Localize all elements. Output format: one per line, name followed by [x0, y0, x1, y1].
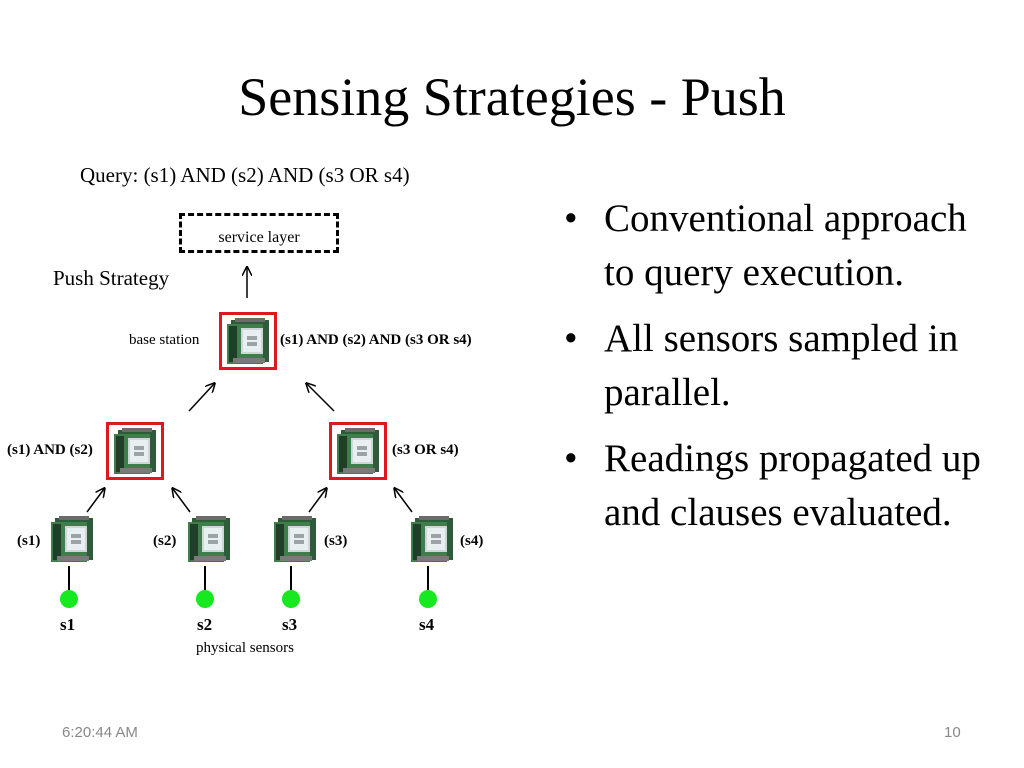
sensor-name-s3: s3 — [282, 615, 298, 634]
footer-time: 6:20:44 AM — [62, 724, 138, 741]
base-station-label: base station — [129, 332, 200, 348]
service-layer-box — [179, 213, 339, 253]
arrow-s3-to-right — [308, 489, 326, 513]
slide-title: Sensing Strategies - Push — [238, 67, 786, 127]
push-strategy-label: Push Strategy — [53, 266, 170, 290]
left-aggregator-mote-icon — [106, 422, 164, 480]
sensor-mote-s4-icon — [405, 512, 459, 566]
query-text: Query: (s1) AND (s2) AND (s3 OR s4) — [80, 163, 410, 187]
sensor-dot-s2 — [196, 590, 214, 608]
right-clause: (s3 OR s4) — [392, 442, 459, 458]
sensor-name-s2: s2 — [197, 615, 213, 634]
sensor-dot-s3 — [282, 590, 300, 608]
sensor-stem-s3 — [290, 566, 292, 590]
sensor-dot-s1 — [60, 590, 78, 608]
sensor-mote-s2-icon — [182, 512, 236, 566]
bullet-item: All sensors sampled in parallel. — [560, 312, 1000, 420]
sensor-stem-s1 — [68, 566, 70, 590]
page-number: 10 — [944, 724, 961, 741]
sensor-dot-s4 — [419, 590, 437, 608]
sensor-name-s1: s1 — [60, 615, 76, 634]
arrow-s2-to-left — [173, 489, 191, 513]
bullet-item: Readings propagated up and clauses evalu… — [560, 432, 1000, 540]
sensor-mote-s3-icon — [268, 512, 322, 566]
arrow-right-to-base — [307, 384, 335, 412]
leaf-clause-s3: (s3) — [324, 533, 348, 549]
arrow-s1-to-left — [86, 489, 104, 513]
leaf-clause-s1: (s1) — [17, 533, 41, 549]
left-clause: (s1) AND (s2) — [7, 442, 93, 458]
leaf-clause-s4: (s4) — [460, 533, 484, 549]
right-aggregator-mote-icon — [329, 422, 387, 480]
sensor-mote-s1-icon — [45, 512, 99, 566]
leaf-clause-s2: (s2) — [153, 533, 177, 549]
sensor-stem-s4 — [427, 566, 429, 590]
sensor-stem-s2 — [204, 566, 206, 590]
arrow-s4-to-right — [395, 489, 413, 513]
physical-sensors-label: physical sensors — [196, 640, 294, 656]
service-layer-label: service layer — [218, 229, 300, 246]
sensor-name-s4: s4 — [419, 615, 435, 634]
base-station-mote-icon — [219, 312, 277, 370]
bullet-item: Conventional approach to query execution… — [560, 192, 1000, 300]
bullet-list: Conventional approach to query execution… — [560, 192, 1000, 552]
arrow-left-to-base — [188, 384, 214, 412]
base-station-clause: (s1) AND (s2) AND (s3 OR s4) — [280, 332, 472, 348]
